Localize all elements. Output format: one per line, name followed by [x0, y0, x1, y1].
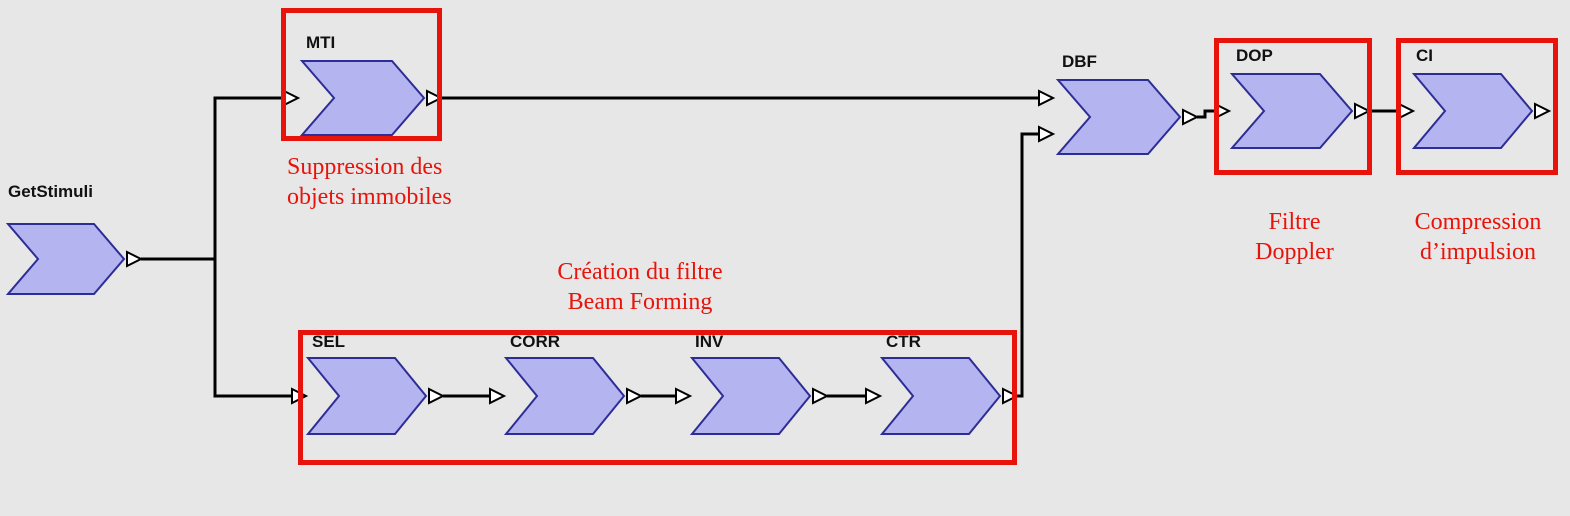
inv-input-port[interactable] [675, 387, 693, 405]
compression-annotation: Compression d’impulsion [1394, 207, 1562, 267]
mti-label: MTI [306, 33, 336, 52]
sel-block[interactable] [305, 357, 428, 435]
ctr-label: CTR [886, 332, 921, 351]
dbf-output-port[interactable] [1182, 108, 1200, 126]
dop-output-port[interactable] [1354, 102, 1372, 120]
doppler-annotation-line1: Filtre [1268, 209, 1321, 235]
corr-input-port[interactable] [489, 387, 507, 405]
inv-output-port[interactable] [812, 387, 830, 405]
beamforming-annotation-line1: Création du filtre [557, 259, 723, 285]
getstimuli-block[interactable] [5, 223, 126, 295]
sel-label: SEL [312, 332, 346, 351]
corr-label: CORR [510, 332, 561, 351]
mti-annotation-line2: objets immobiles [287, 184, 452, 210]
dbf-block[interactable] [1055, 79, 1182, 155]
connector-wires [141, 96, 1399, 398]
mti-output-port[interactable] [426, 89, 444, 107]
beamforming-annotation: Création du filtre Beam Forming [505, 257, 775, 317]
inv-label: INV [695, 332, 724, 351]
ctr-input-port[interactable] [865, 387, 883, 405]
mti-block[interactable] [299, 60, 426, 136]
highlight-box-mti [281, 8, 442, 141]
mti-annotation: Suppression des objets immobiles [287, 152, 452, 212]
corr-output-port[interactable] [626, 387, 644, 405]
beamforming-annotation-line2: Beam Forming [567, 289, 713, 315]
compression-annotation-line2: d’impulsion [1419, 239, 1536, 265]
doppler-annotation: Filtre Doppler [1232, 207, 1357, 267]
dop-label: DOP [1236, 46, 1273, 65]
dop-block[interactable] [1229, 73, 1354, 149]
ci-output-port[interactable] [1534, 102, 1552, 120]
ci-label: CI [1416, 46, 1433, 65]
ci-block[interactable] [1411, 73, 1534, 149]
highlight-box-dop [1214, 38, 1372, 175]
highlight-box-beamforming-chain [298, 330, 1017, 465]
dbf-input-port-bottom[interactable] [1038, 125, 1056, 143]
ctr-output-port[interactable] [1002, 387, 1020, 405]
inv-block[interactable] [689, 357, 812, 435]
getstimuli-output-port[interactable] [126, 250, 144, 268]
sel-output-port[interactable] [428, 387, 446, 405]
compression-annotation-line1: Compression [1414, 209, 1542, 235]
doppler-annotation-line2: Doppler [1255, 239, 1334, 265]
highlight-box-ci [1396, 38, 1558, 175]
mti-annotation-line1: Suppression des [287, 154, 443, 180]
dbf-label: DBF [1062, 52, 1097, 71]
getstimuli-label: GetStimuli [8, 182, 94, 201]
corr-block[interactable] [503, 357, 626, 435]
dbf-input-port-top[interactable] [1038, 89, 1056, 107]
ctr-block[interactable] [879, 357, 1002, 435]
